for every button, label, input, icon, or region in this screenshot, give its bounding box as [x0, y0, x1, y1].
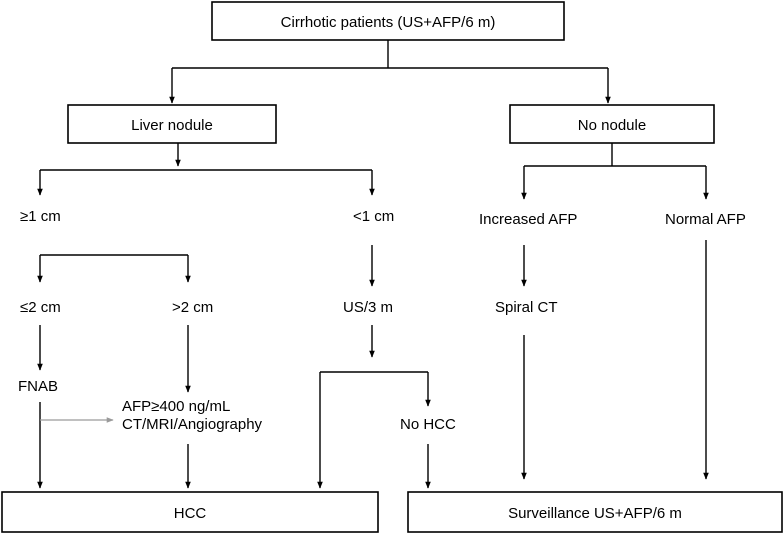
label-imaging: CT/MRI/Angiography [122, 416, 263, 433]
label-fnab: FNAB [18, 378, 58, 395]
hcc-node: HCC [1, 491, 379, 533]
label-afp-400: AFP≥400 ng/mL [122, 398, 230, 415]
label-spiral-ct: Spiral CT [495, 299, 558, 316]
root-node: Cirrhotic patients (US+AFP/6 m) [211, 1, 565, 41]
label-no-hcc: No HCC [400, 416, 456, 433]
label-normal-afp: Normal AFP [665, 211, 746, 228]
surveillance-node: Surveillance US+AFP/6 m [407, 491, 783, 533]
liver-nodule-label: Liver nodule [131, 117, 213, 134]
hcc-label: HCC [174, 505, 207, 522]
label-ge-1cm: ≥1 cm [20, 208, 61, 225]
label-increased-afp: Increased AFP [479, 211, 577, 228]
label-us-3m: US/3 m [343, 299, 393, 316]
no-nodule-node: No nodule [509, 104, 715, 144]
liver-nodule-node: Liver nodule [67, 104, 277, 144]
surveillance-label: Surveillance US+AFP/6 m [508, 505, 682, 522]
no-nodule-label: No nodule [578, 117, 646, 134]
label-gt-2cm: >2 cm [172, 299, 213, 316]
label-le-2cm: ≤2 cm [20, 299, 61, 316]
root-node-label: Cirrhotic patients (US+AFP/6 m) [281, 14, 496, 31]
label-lt-1cm: <1 cm [353, 208, 394, 225]
